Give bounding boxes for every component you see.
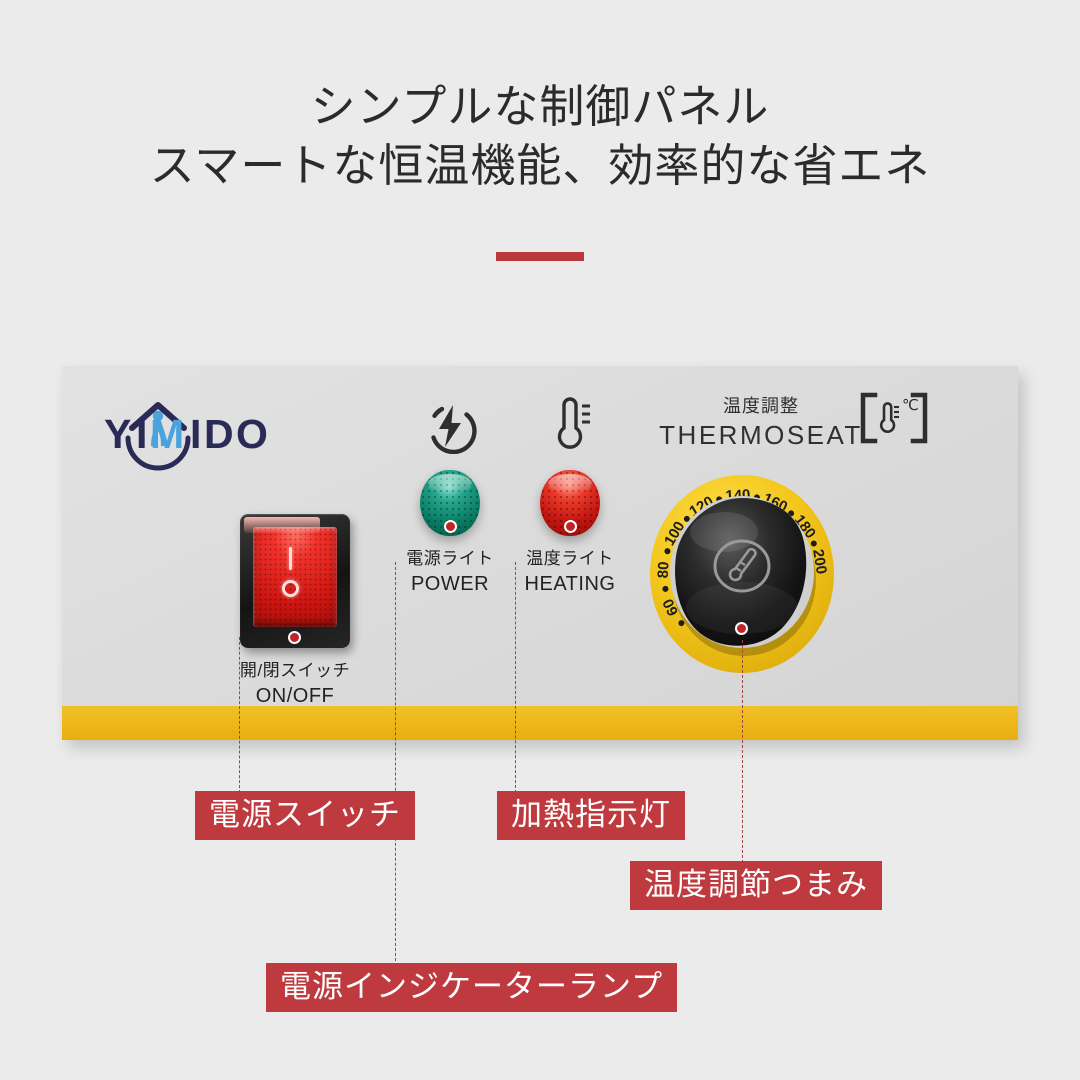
svg-text:Y: Y — [104, 411, 131, 457]
callout-heat-lamp: 加熱指示灯 — [497, 791, 685, 841]
callout-power-indicator: 電源インジケーターランプ — [266, 963, 678, 1013]
thermometer-icon — [544, 396, 596, 454]
power-indicator-lamp: 電源ライト POWER — [375, 470, 525, 598]
svg-text:I: I — [136, 411, 147, 457]
svg-text:M: M — [150, 411, 184, 457]
heating-lamp-caption: 温度ライト HEATING — [495, 548, 645, 598]
leader-line-heat-lamp — [515, 562, 516, 793]
thermostat-heading: 温度調整 THERMOSEAT — [646, 392, 876, 451]
power-lamp-caption-jp: 電源ライト — [406, 549, 494, 568]
heating-lamp-callout-anchor — [563, 520, 577, 533]
temperature-control-dial[interactable]: 60 80 100 120 140 160 180 200 — [632, 458, 852, 688]
power-lamp-callout-anchor — [443, 520, 457, 533]
page-headline: シンプルな制御パネル スマートな恒温機能、効率的な省エネ — [0, 78, 1080, 195]
panel-bottom-stripe — [62, 706, 1018, 740]
svg-text:℃: ℃ — [902, 397, 919, 414]
headline-accent-bar — [496, 252, 584, 261]
svg-text:O: O — [236, 411, 268, 457]
dial-callout-anchor — [735, 622, 748, 635]
yimido-logo: Y I M I D O — [98, 388, 308, 480]
power-lamp-caption-en: POWER — [410, 572, 490, 595]
celsius-bracket-icon: ℃ — [858, 390, 930, 446]
power-rocker-switch[interactable] — [240, 514, 350, 648]
leader-line-temp-knob — [742, 640, 743, 863]
heating-lamp-caption-en: HEATING — [524, 572, 616, 595]
power-lamp-caption: 電源ライト POWER — [375, 548, 525, 598]
thermostat-heading-en: THERMOSEAT — [659, 420, 863, 450]
leader-line-power-indicator — [395, 562, 396, 966]
rocker-caption-en: ON/OFF — [255, 684, 335, 707]
leader-line-power-switch — [239, 637, 240, 793]
rocker-switch-caption: 開/閉スイッチ ON/OFF — [192, 660, 398, 710]
dial-label-200: 200 — [809, 548, 830, 575]
power-lamp-gloss — [428, 474, 472, 494]
rocker-caption-jp: 開/閉スイッチ — [239, 661, 351, 680]
power-bolt-icon — [422, 398, 478, 455]
heating-lamp-bulb — [540, 470, 600, 536]
heating-lamp-caption-jp: 温度ライト — [526, 549, 614, 568]
knob-thermometer-emblem-icon — [713, 539, 771, 593]
rocker-on-mark — [289, 547, 292, 570]
rocker-gloss — [244, 517, 320, 533]
rocker-face[interactable] — [253, 527, 337, 627]
dial-label-80: 80 — [655, 561, 673, 579]
svg-text:I: I — [190, 411, 201, 457]
rocker-callout-anchor — [288, 631, 301, 644]
control-panel: Y I M I D O 温度調整 THERMOSEAT — [62, 366, 1018, 740]
svg-text:D: D — [204, 411, 234, 457]
callout-power-switch: 電源スイッチ — [195, 791, 415, 841]
callout-temp-knob: 温度調節つまみ — [630, 861, 882, 911]
headline-line-2: スマートな恒温機能、効率的な省エネ — [149, 140, 931, 191]
thermostat-heading-jp: 温度調整 — [723, 396, 799, 416]
rocker-off-mark — [282, 580, 299, 597]
headline-line-1: シンプルな制御パネル — [310, 82, 770, 132]
heating-lamp-gloss — [548, 474, 592, 494]
heating-indicator-lamp: 温度ライト HEATING — [495, 470, 645, 598]
